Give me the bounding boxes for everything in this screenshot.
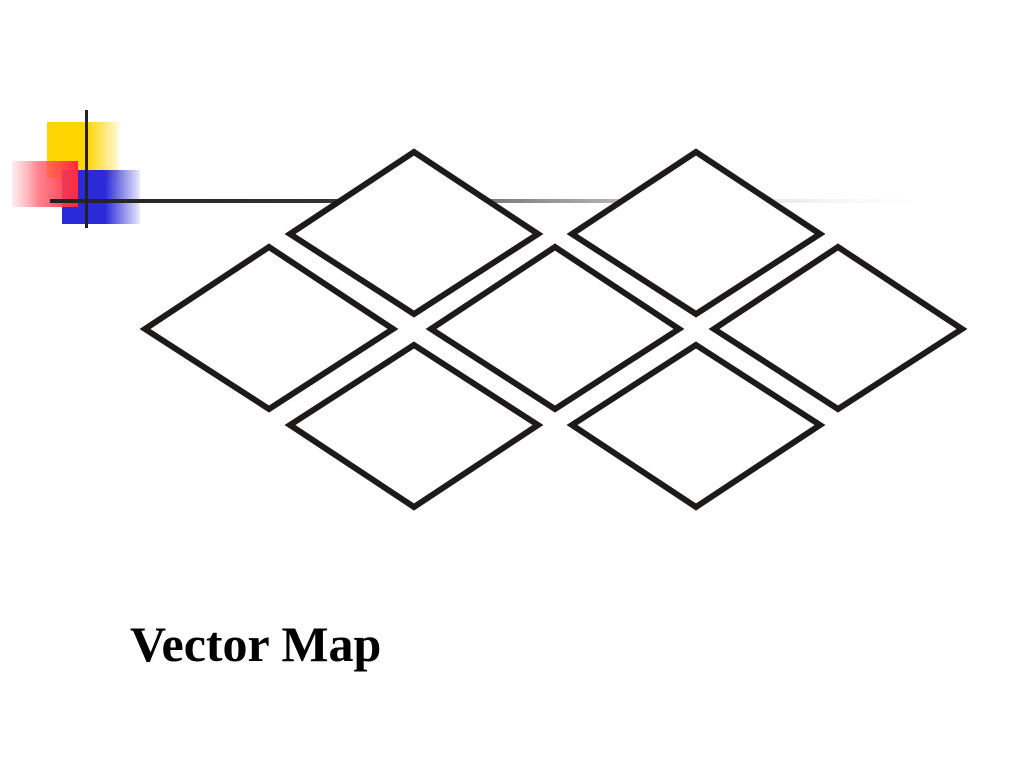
slide-caption: Vector Map [130,616,382,672]
diamond-cell-middle-center [425,243,685,413]
diamond-cell-middle-left [139,243,399,413]
diamond-cell-top-right [566,148,826,318]
slide-decoration [12,110,960,228]
diamond-cell-middle-right [708,243,968,413]
diamond-cell-bottom-left [284,341,544,511]
diamond-cell-top-left [284,148,544,318]
vertical-rule [85,110,88,228]
horizontal-rule [50,199,960,203]
diamond-cell-bottom-right [566,341,826,511]
vector-map-diagram [139,148,968,511]
